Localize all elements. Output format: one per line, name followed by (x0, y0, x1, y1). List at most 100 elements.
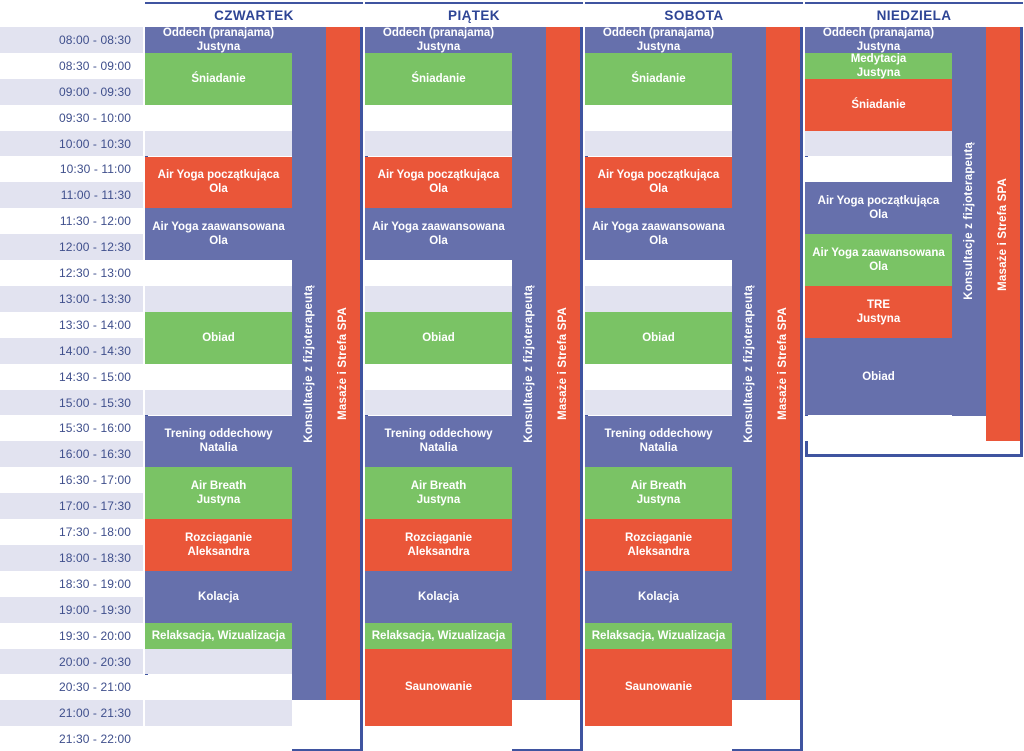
event-title: TRE (867, 298, 890, 311)
time-slot-label: 09:30 - 10:00 (0, 104, 143, 131)
sidebar-spa-piatek[interactable]: Masaże i Strefa SPA (546, 27, 580, 701)
time-slot-label: 16:00 - 16:30 (0, 441, 143, 468)
event-title: Oddech (pranajama) (162, 27, 275, 39)
event-instructor: Ola (649, 235, 668, 248)
event-block[interactable]: Relaksacja, Wizualizacja (585, 622, 732, 649)
event-title: Air Breath (190, 480, 247, 493)
event-instructor: Ola (869, 261, 888, 274)
event-instructor: Ola (869, 209, 888, 222)
event-instructor: Aleksandra (407, 545, 470, 558)
event-title: Kolacja (638, 590, 679, 603)
event-block[interactable]: Saunowanie (585, 648, 732, 727)
grid-row (365, 726, 512, 751)
event-title: Śniadanie (411, 72, 466, 85)
time-slot-label: 12:30 - 13:00 (0, 260, 143, 286)
event-title: Air Breath (410, 480, 467, 493)
time-slot-label: 14:30 - 15:00 (0, 363, 143, 390)
sidebar-spa-sobota-label: Masaże i Strefa SPA (777, 307, 789, 421)
sidebar-physio-czwartek[interactable]: Konsultacje z fizjoterapeutą (292, 27, 326, 701)
event-block[interactable]: Śniadanie (145, 52, 292, 105)
event-title: Air Yoga początkująca (377, 169, 500, 182)
event-title: Kolacja (198, 590, 239, 603)
time-slot-label: 21:30 - 22:00 (0, 726, 143, 751)
sidebar-spa-sobota[interactable]: Masaże i Strefa SPA (766, 27, 800, 701)
sidebar-spa-niedziela[interactable]: Masaże i Strefa SPA (986, 27, 1020, 442)
event-block[interactable]: Oddech (pranajama)Justyna (805, 27, 952, 53)
event-title: Obiad (422, 331, 455, 344)
event-block[interactable]: Kolacja (365, 570, 512, 623)
event-title: Air Yoga początkująca (817, 195, 940, 208)
event-block[interactable]: Saunowanie (365, 648, 512, 727)
time-slot-label: 10:30 - 11:00 (0, 156, 143, 183)
event-block[interactable]: Śniadanie (585, 52, 732, 105)
event-instructor: Justyna (416, 40, 461, 53)
event-title: Medytacja (850, 52, 907, 65)
sidebar-physio-piatek[interactable]: Konsultacje z fizjoterapeutą (512, 27, 546, 701)
event-block[interactable]: Oddech (pranajama)Justyna (585, 27, 732, 53)
event-block[interactable]: Relaksacja, Wizualizacja (365, 622, 512, 649)
event-title: Air Yoga zaawansowana (152, 221, 285, 234)
event-instructor: Justyna (196, 40, 241, 53)
event-block[interactable]: Śniadanie (805, 78, 952, 131)
event-instructor: Justyna (416, 494, 461, 507)
event-instructor: Justyna (856, 40, 901, 53)
event-block[interactable]: Obiad (145, 311, 292, 364)
sidebar-physio-sobota[interactable]: Konsultacje z fizjoterapeutą (732, 27, 766, 701)
event-block[interactable]: Oddech (pranajama)Justyna (145, 27, 292, 53)
event-block[interactable]: Obiad (365, 311, 512, 364)
event-instructor: Ola (429, 235, 448, 248)
time-slot-label: 20:00 - 20:30 (0, 648, 143, 675)
sidebar-spa-czwartek[interactable]: Masaże i Strefa SPA (326, 27, 360, 701)
grid-row (145, 104, 292, 131)
grid-row (805, 156, 952, 183)
event-title: Śniadanie (191, 72, 246, 85)
event-block[interactable]: Kolacja (585, 570, 732, 623)
grid-row (145, 260, 292, 286)
sidebar-physio-niedziela[interactable]: Konsultacje z fizjoterapeutą (952, 27, 986, 416)
event-title: Śniadanie (631, 72, 686, 85)
time-slot-label: 18:30 - 19:00 (0, 570, 143, 597)
event-block[interactable]: Śniadanie (365, 52, 512, 105)
event-title: Saunowanie (624, 681, 693, 694)
event-block[interactable]: Oddech (pranajama)Justyna (365, 27, 512, 53)
event-instructor: Natalia (199, 442, 238, 455)
event-block[interactable]: Obiad (585, 311, 732, 364)
event-title: Obiad (862, 370, 895, 383)
event-block[interactable]: Kolacja (145, 570, 292, 623)
event-title: Obiad (642, 331, 675, 344)
sidebar-spa-piatek-label: Masaże i Strefa SPA (557, 307, 569, 421)
time-slot-label: 19:00 - 19:30 (0, 596, 143, 623)
grid-row (145, 726, 292, 751)
grid-row (145, 286, 292, 312)
event-title: Kolacja (418, 590, 459, 603)
sidebar-physio-niedziela-label: Konsultacje z fizjoterapeutą (963, 142, 975, 301)
event-instructor: Justyna (196, 494, 241, 507)
grid-row (365, 260, 512, 286)
event-block[interactable]: Obiad (805, 337, 952, 416)
grid-row (145, 130, 292, 157)
time-slot-label: 11:00 - 11:30 (0, 182, 143, 209)
event-block[interactable]: Relaksacja, Wizualizacja (145, 622, 292, 649)
